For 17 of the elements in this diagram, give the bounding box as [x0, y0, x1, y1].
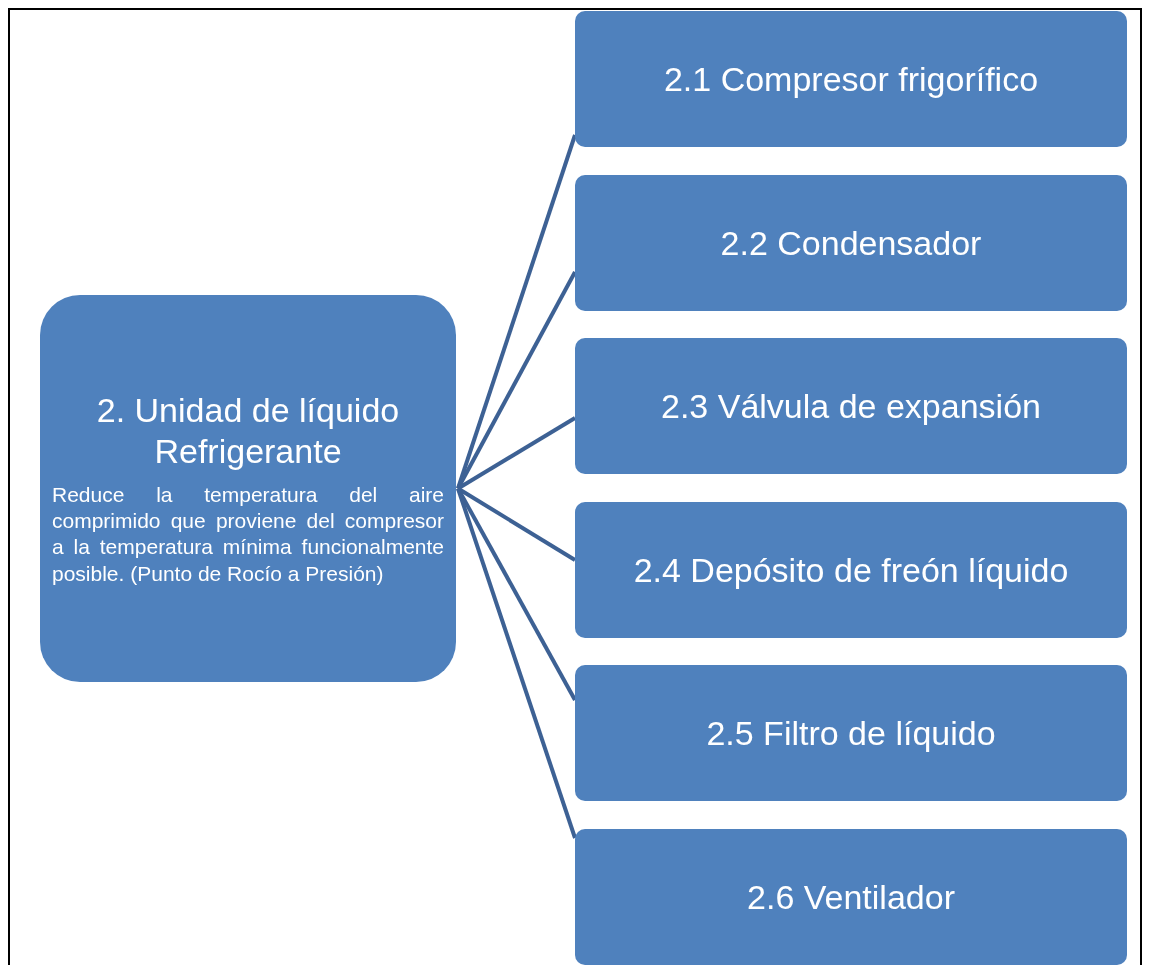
component-box — [575, 829, 1127, 965]
connector-line — [456, 271, 577, 490]
box-title: 2.1 Compresor frigorífico — [663, 58, 1039, 100]
box-title: 2.3 Válvula de expansión — [661, 385, 1041, 427]
box-title: 2.4 Depósito de freón líquido — [633, 549, 1069, 591]
box-title: 2.2 Condensador — [720, 222, 982, 264]
box-title: 2.5 Filtro de líquido — [706, 712, 996, 754]
description-text: Reduce la temperatura del aire comprimido que proviene del compresor a la temperatura mínima funcionalmente posible. (Punto de Rocío a Presión) — [52, 481, 444, 587]
component-box — [575, 502, 1127, 638]
main-box — [40, 295, 456, 682]
component-box — [575, 338, 1127, 474]
box-title: 2. Unidad de líquido Refrigerante — [95, 390, 401, 472]
connector-line — [456, 487, 577, 839]
component-box — [575, 665, 1127, 801]
box-title: 2.6 Ventilador — [747, 876, 955, 918]
component-box — [575, 11, 1127, 147]
component-box — [575, 175, 1127, 311]
